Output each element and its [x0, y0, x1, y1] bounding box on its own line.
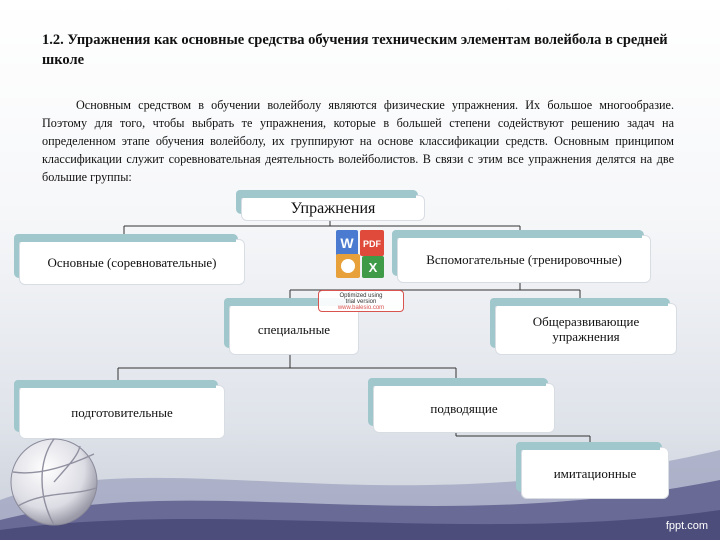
node-preparatory: подготовительные: [14, 380, 224, 438]
node-exercises-root: Упражнения: [236, 190, 424, 220]
node-label: Основные (соревновательные): [47, 254, 217, 270]
page-title: 1.2. Упражнения как основные средства об…: [42, 32, 668, 68]
volleyball-icon: [10, 438, 98, 526]
node-general-developing: Общеразвивающие упражнения: [490, 298, 676, 354]
svg-text:PDF: PDF: [363, 239, 382, 249]
watermark-line: www.balesio.com: [337, 305, 385, 311]
watermark-line: Optimized using: [339, 293, 383, 299]
node-label: подводящие: [430, 400, 498, 416]
brand-text: fppt.com: [665, 520, 708, 532]
node-special: специальные: [224, 298, 358, 354]
node-label: Упражнения: [290, 199, 376, 217]
node-main-exercises: Основные (соревновательные): [14, 234, 244, 284]
node-label: Общеразвивающие упражнения: [532, 314, 640, 344]
svg-text:W: W: [340, 235, 354, 251]
node-leadup: подводящие: [368, 378, 554, 432]
node-label: имитационные: [553, 465, 637, 481]
intro-paragraph: Основным средством в обучении волейболу …: [42, 98, 674, 184]
node-imitation: имитационные: [516, 442, 668, 498]
node-label: специальные: [257, 321, 331, 337]
document-types-icon: W PDF X: [336, 230, 384, 278]
watermark-line: trial version: [345, 299, 377, 305]
node-auxiliary-exercises: Вспомогательные (тренировочные): [392, 230, 650, 282]
node-label: подготовительные: [71, 404, 173, 420]
trial-watermark: Optimized using trial version www.balesi…: [318, 290, 404, 312]
node-label: Вспомогательные (тренировочные): [426, 251, 622, 267]
svg-text:X: X: [369, 260, 378, 275]
decorative-waves: [0, 450, 720, 540]
